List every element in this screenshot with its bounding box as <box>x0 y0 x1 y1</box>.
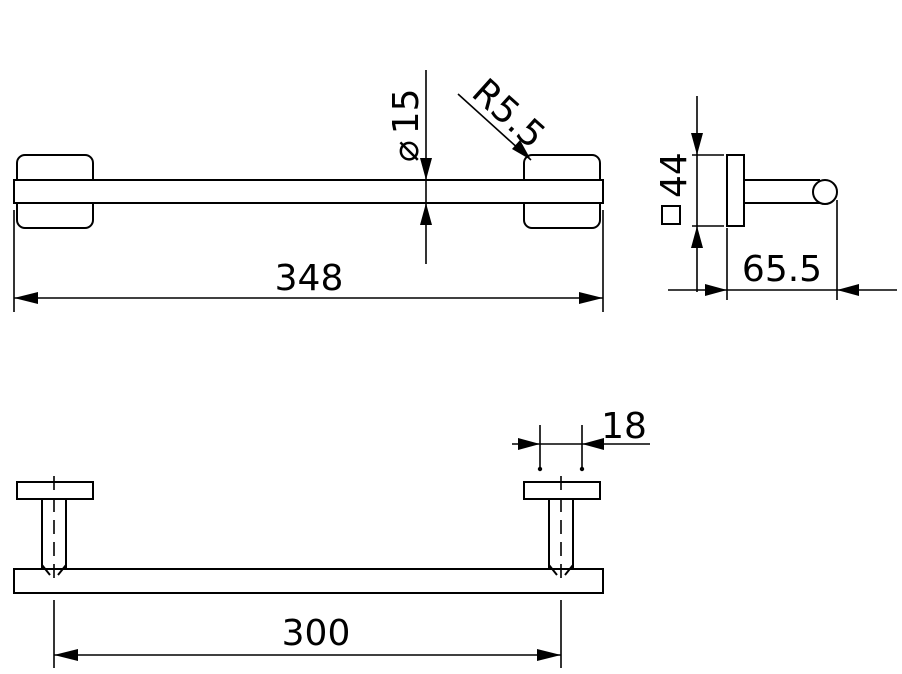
arrow-head <box>512 140 531 160</box>
front-view: 18 300 <box>13 406 650 668</box>
side-wall-plate <box>726 154 745 227</box>
arrow-head <box>705 284 727 296</box>
arrow-head <box>420 203 432 225</box>
right-front-plate <box>523 481 601 500</box>
arrow-head <box>537 649 561 661</box>
towel-bar-top <box>13 179 604 204</box>
dimension-label-65-5: 65.5 <box>742 249 822 290</box>
arrow-head <box>691 226 703 248</box>
arrow-head <box>582 438 604 450</box>
arrow-head <box>579 292 603 304</box>
dimension-label-348: 348 <box>275 258 344 299</box>
dimension-point <box>537 466 543 472</box>
dimension-point <box>579 466 585 472</box>
arrow-head <box>518 438 540 450</box>
arrow-head <box>14 292 38 304</box>
dimension-label-diameter: ⌀15 <box>386 89 427 163</box>
dimension-label-18: 18 <box>601 406 647 447</box>
dimension-label-44: 44 <box>654 152 695 198</box>
arrow-head <box>54 649 78 661</box>
side-view: 44 65.5 <box>654 96 897 300</box>
dimension-label-radius: R5.5 <box>464 71 553 157</box>
arrow-head <box>691 133 703 155</box>
left-front-plate <box>16 481 94 500</box>
towel-bar-front <box>13 568 604 594</box>
square-section-icon <box>661 205 681 225</box>
arrow-head <box>837 284 859 296</box>
arrow-head <box>420 158 432 180</box>
top-view: 348 ⌀15 R5.5 <box>13 70 604 312</box>
side-tube-section <box>812 179 838 205</box>
dimension-label-300: 300 <box>282 613 351 654</box>
